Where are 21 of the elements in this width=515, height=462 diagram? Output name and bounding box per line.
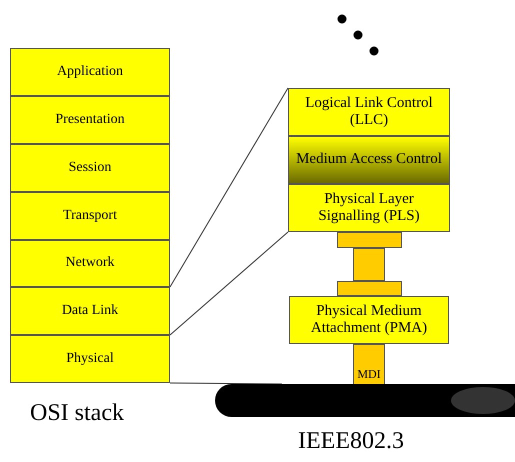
mdi-connector: MDI [353,344,385,384]
layer-box: Transport [10,192,170,240]
connector-bar [337,232,402,248]
sublayer-box: Medium Access Control [288,136,450,184]
leader-line [170,232,288,336]
layer-box: Application [10,48,170,96]
layer-box: Presentation [10,96,170,144]
sublayer-box: Physical Medium Attachment (PMA) [289,296,449,344]
leader-line [170,88,288,288]
layer-box: Session [10,144,170,192]
connector-bar [337,281,402,296]
connector-bar [353,248,385,281]
standard-caption: IEEE802.3 [298,428,404,455]
sublayer-box: Physical Layer Signalling (PLS) [288,184,450,232]
cable-drawing [215,384,515,417]
stack-caption: OSI stack [30,400,124,427]
leader-line [170,382,282,384]
layer-box: Network [10,240,170,287]
layer-box: Physical [10,335,170,383]
layer-box: Data Link [10,287,170,335]
sublayer-box: Logical Link Control (LLC) [288,88,450,136]
